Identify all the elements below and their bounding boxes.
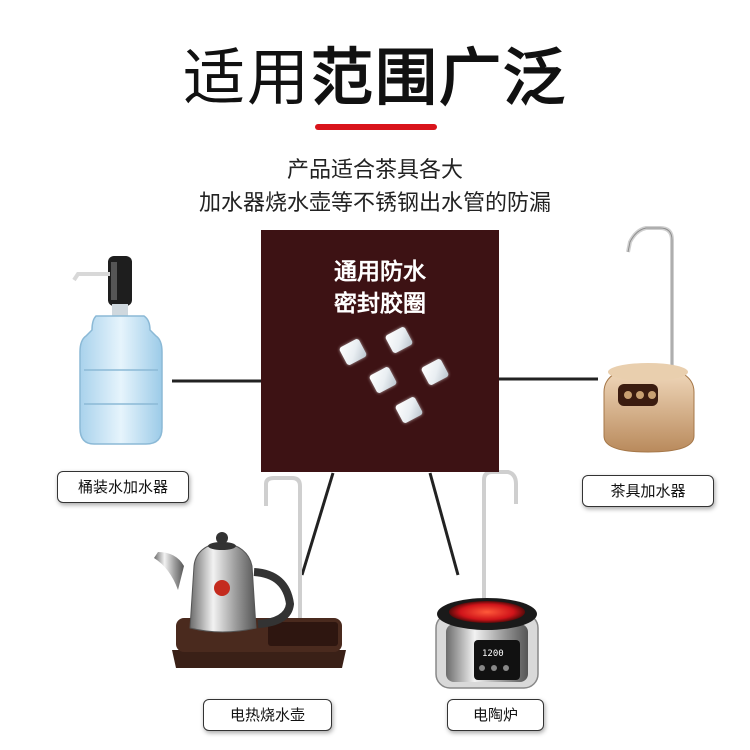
water-barrel-pump-icon xyxy=(72,256,163,445)
seal-ring-panel xyxy=(261,230,499,472)
title-light: 适用 xyxy=(182,41,311,114)
stove-display: 1200 xyxy=(482,649,504,659)
panel-title-line-2: 密封胶圈 xyxy=(334,291,426,317)
title-underline xyxy=(315,124,437,130)
connector-stove xyxy=(428,472,460,576)
subtitle-line-2: 加水器烧水壶等不锈钢出水管的防漏 xyxy=(198,191,551,216)
label-ceramic-stove: 电陶炉 xyxy=(447,699,544,731)
label-barrel-dispenser: 桶装水加水器 xyxy=(57,471,189,503)
label-electric-kettle: 电热烧水壶 xyxy=(203,699,332,731)
tea-water-dispenser-icon xyxy=(603,226,695,453)
ceramic-stove-icon: 1200 xyxy=(435,470,539,689)
title-bold: 范围广泛 xyxy=(311,41,568,114)
subtitle-line-1: 产品适合茶具各大 xyxy=(286,158,463,183)
electric-kettle-icon xyxy=(154,476,346,668)
panel-title-line-1: 通用防水 xyxy=(334,259,426,285)
connector-lines xyxy=(172,377,598,576)
page-title: 适用范围广泛 xyxy=(0,38,750,118)
connector-kettle xyxy=(300,472,335,576)
label-tea-dispenser: 茶具加水器 xyxy=(582,475,714,507)
